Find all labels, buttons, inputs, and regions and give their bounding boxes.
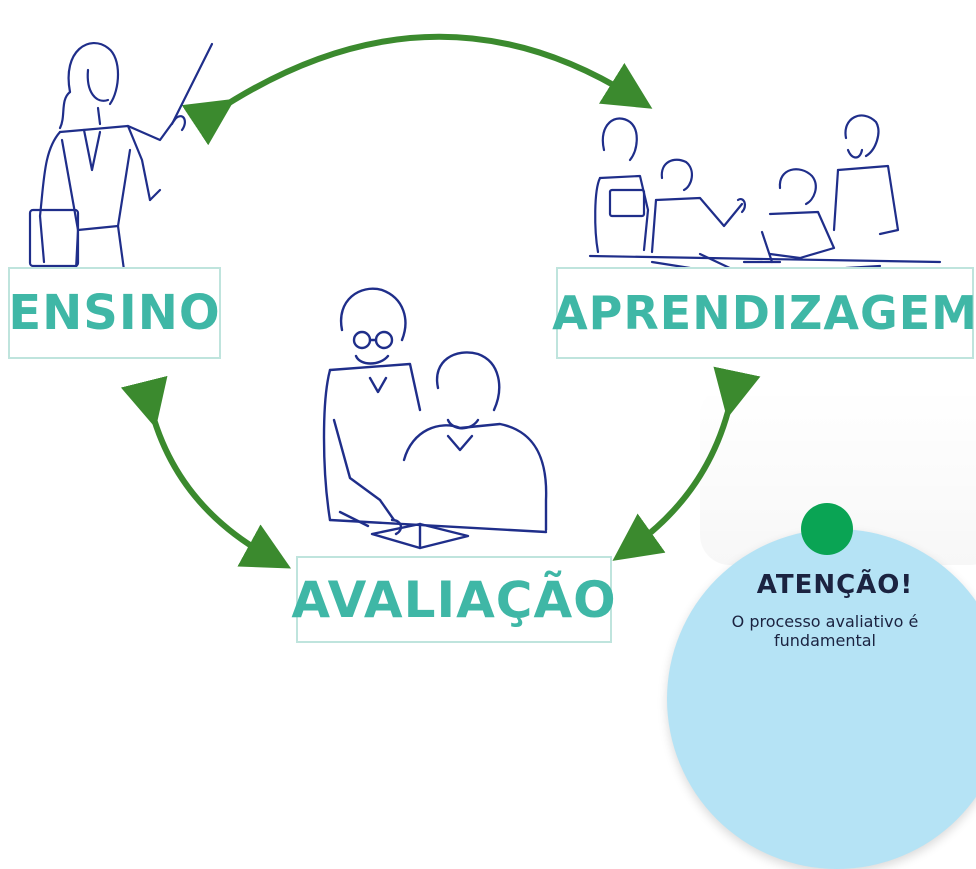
arrow-aprendizagem-avaliacao — [612, 366, 761, 561]
callout-pin-icon — [801, 503, 853, 555]
tutor-student-icon — [322, 287, 548, 550]
aprendizagem-label: APRENDIZAGEM — [552, 286, 976, 340]
teaching-cycle-diagram: ENSINO APRENDIZAGEM AVALIAÇÃO ATENÇÃO! O… — [8, 33, 976, 869]
ensino-label: ENSINO — [8, 285, 221, 341]
avaliacao-label: AVALIAÇÃO — [291, 570, 617, 629]
callout-title: ATENÇÃO! — [756, 570, 914, 600]
avaliacao-label-box: AVALIAÇÃO — [291, 556, 616, 643]
ensino-label-box: ENSINO — [8, 267, 221, 359]
callout-body: O processo avaliativo é fundamental — [731, 612, 919, 650]
aprendizagem-label-box: APRENDIZAGEM — [552, 267, 976, 359]
diagram-canvas — [28, 33, 942, 569]
arrow-ensino-aprendizagem — [181, 33, 653, 146]
arrow-ensino-avaliacao — [120, 375, 292, 569]
teacher-figure-icon — [28, 42, 214, 272]
students-group-icon — [588, 114, 942, 272]
